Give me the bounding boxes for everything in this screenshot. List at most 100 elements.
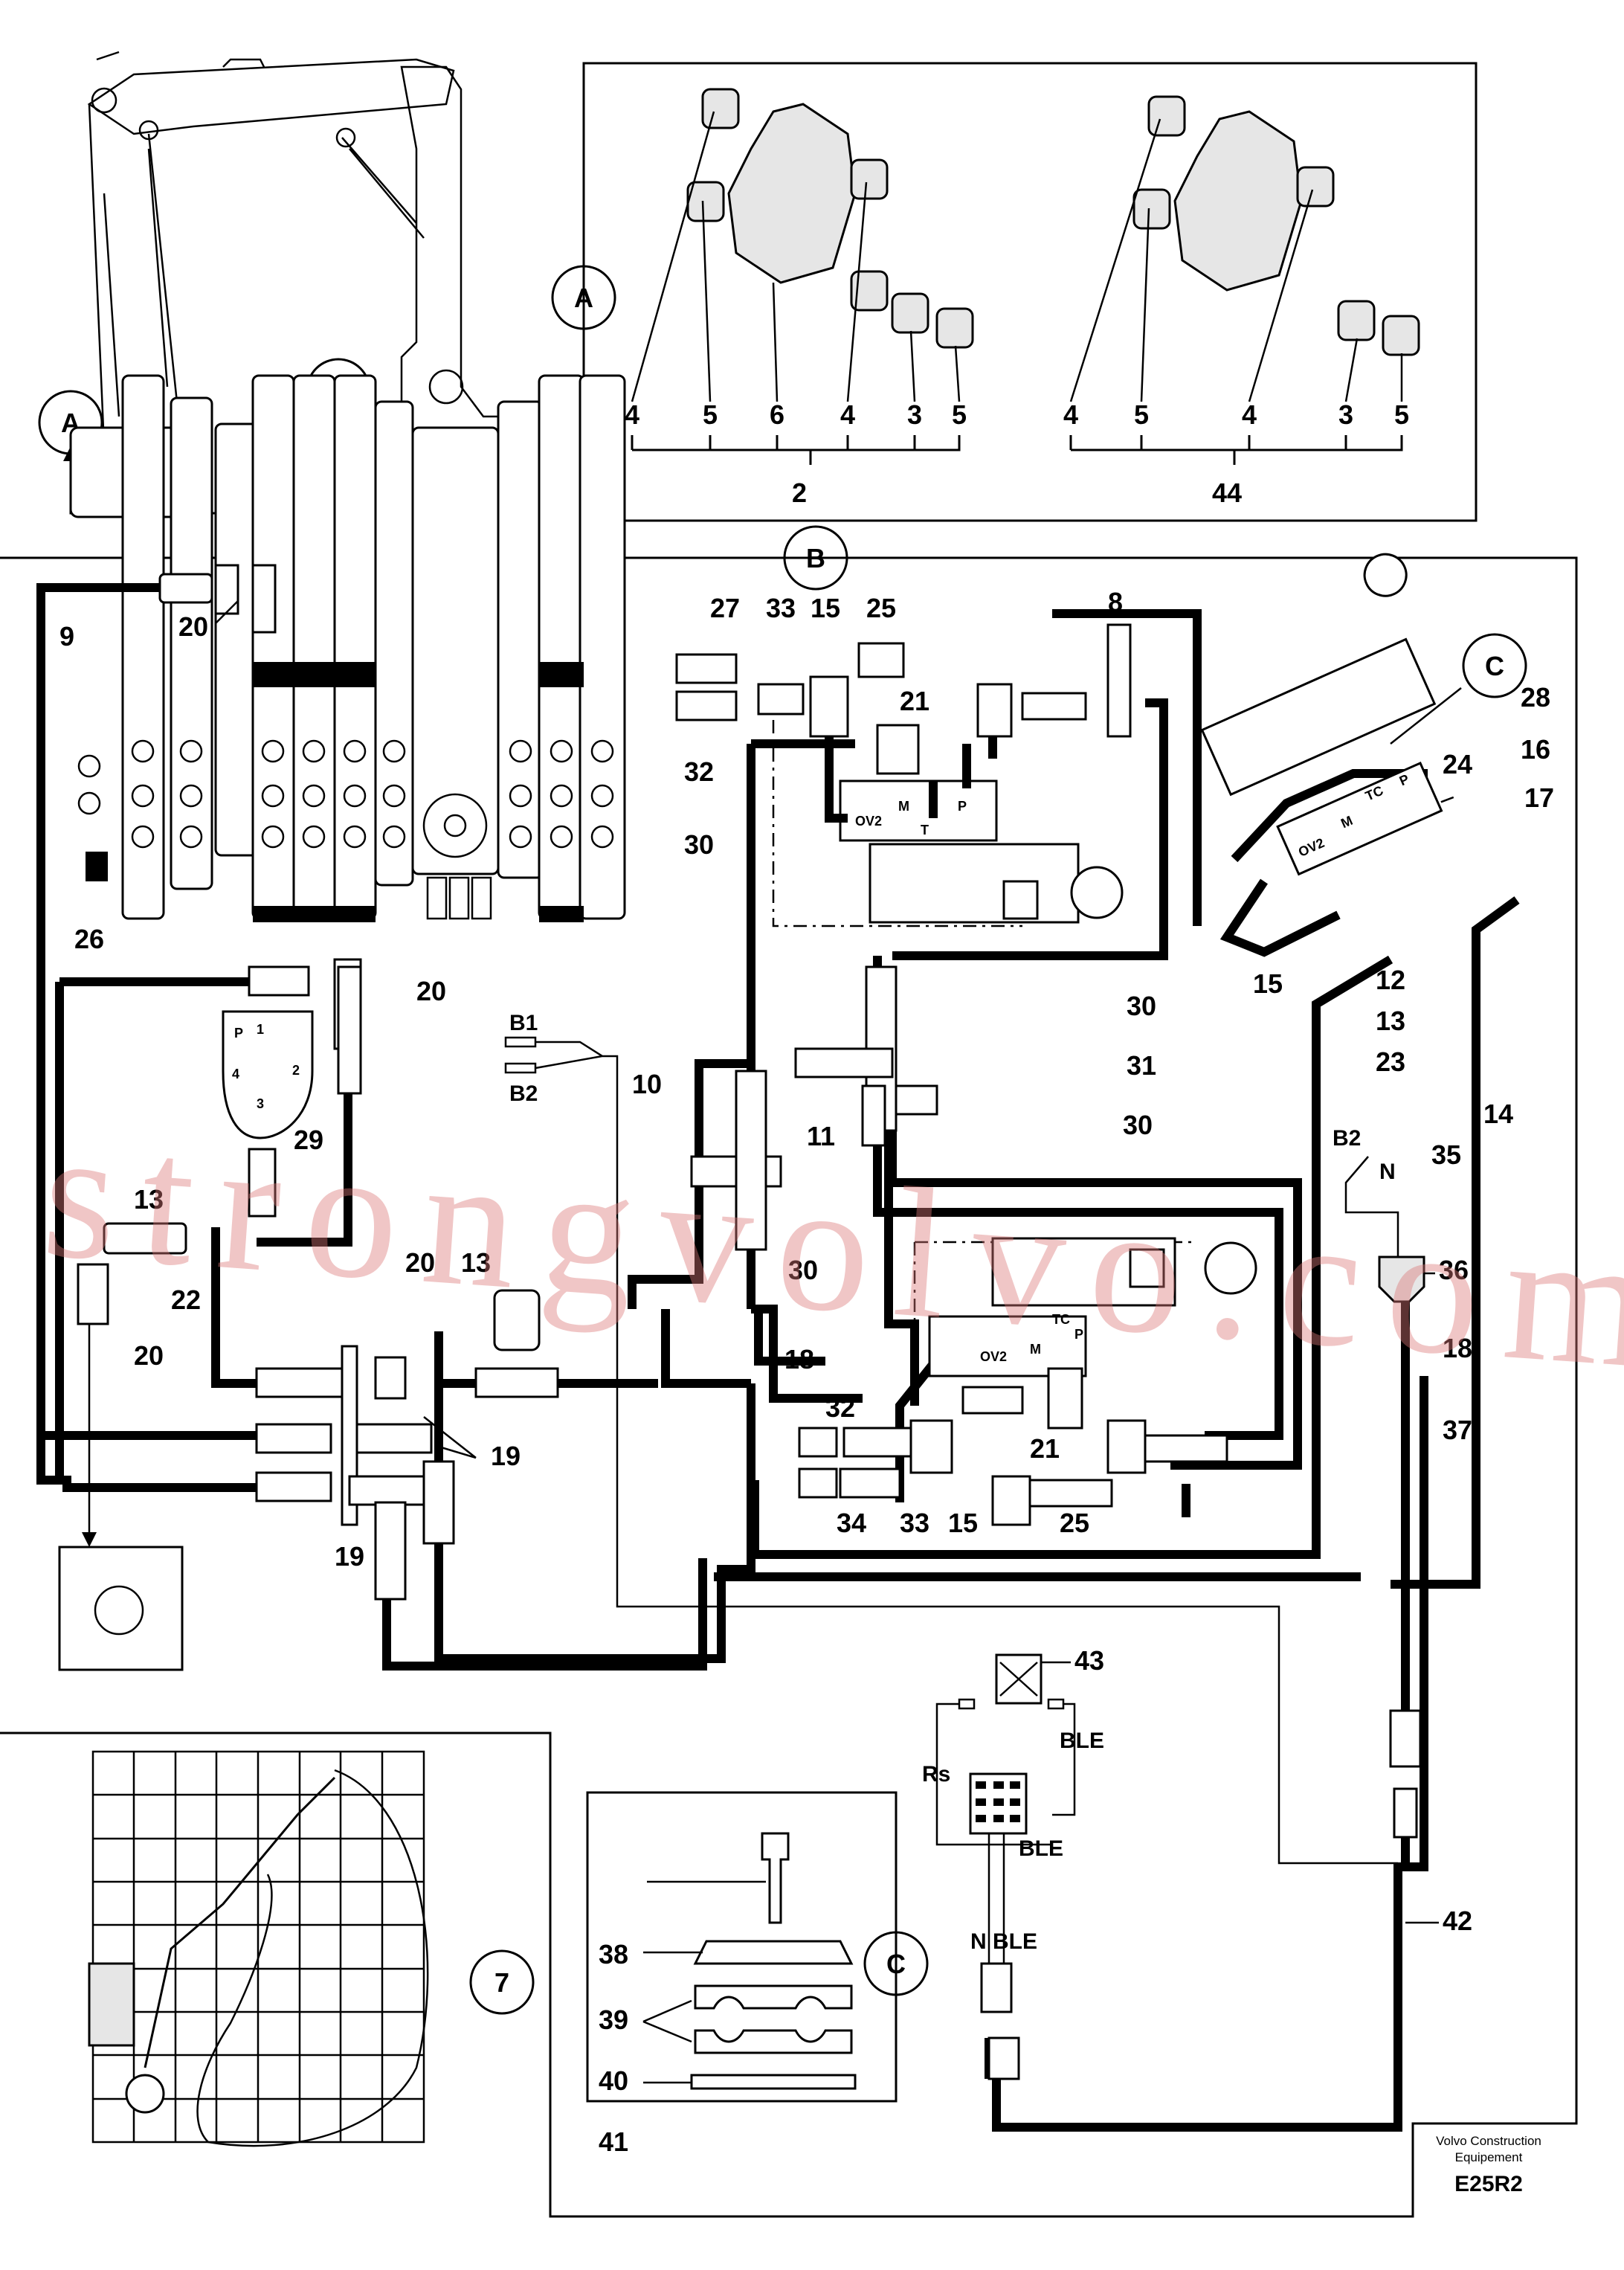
hammer-valve-right: OV2 M TC P bbox=[1200, 553, 1443, 876]
svg-text:13: 13 bbox=[1376, 1006, 1405, 1036]
svg-text:4: 4 bbox=[232, 1067, 239, 1081]
svg-text:B: B bbox=[806, 543, 825, 573]
svg-text:25: 25 bbox=[1060, 1508, 1089, 1538]
svg-text:30: 30 bbox=[1127, 991, 1156, 1021]
hammer-valve-bottom: OV2 M TC P bbox=[928, 1237, 1257, 1377]
svg-text:3: 3 bbox=[1338, 399, 1353, 430]
svg-text:10: 10 bbox=[632, 1069, 662, 1099]
part-callouts: 9 20 27 33 15 25 8 21 32 30 28 16 24 17 … bbox=[59, 587, 1554, 2157]
svg-text:P: P bbox=[234, 1026, 243, 1041]
svg-text:39: 39 bbox=[599, 2004, 628, 2035]
svg-text:33: 33 bbox=[766, 593, 796, 623]
svg-text:38: 38 bbox=[599, 1939, 628, 1970]
svg-text:43: 43 bbox=[1074, 1645, 1104, 1676]
svg-text:P: P bbox=[1074, 1327, 1083, 1342]
svg-text:9: 9 bbox=[59, 621, 74, 652]
svg-text:40: 40 bbox=[599, 2065, 628, 2096]
svg-text:34: 34 bbox=[837, 1508, 866, 1538]
svg-text:30: 30 bbox=[1123, 1110, 1153, 1140]
reach-diagram bbox=[88, 1750, 429, 2147]
svg-text:30: 30 bbox=[684, 829, 714, 860]
svg-text:44: 44 bbox=[1212, 478, 1242, 508]
svg-text:6: 6 bbox=[770, 399, 784, 430]
svg-text:13: 13 bbox=[461, 1247, 491, 1278]
svg-text:41: 41 bbox=[599, 2126, 628, 2157]
svg-text:17: 17 bbox=[1524, 782, 1554, 813]
svg-text:C: C bbox=[1485, 651, 1504, 681]
svg-text:A: A bbox=[574, 283, 593, 313]
svg-text:14: 14 bbox=[1483, 1099, 1513, 1129]
svg-text:21: 21 bbox=[900, 686, 929, 716]
svg-text:7: 7 bbox=[494, 1967, 509, 1998]
svg-text:2: 2 bbox=[792, 478, 807, 508]
svg-text:13: 13 bbox=[134, 1184, 164, 1215]
svg-text:3: 3 bbox=[907, 399, 922, 430]
fittings bbox=[77, 564, 1228, 1601]
svg-text:3: 3 bbox=[257, 1096, 264, 1111]
svg-text:2: 2 bbox=[292, 1063, 300, 1078]
svg-text:OV2: OV2 bbox=[980, 1349, 1007, 1364]
bushing-set-2: 4 5 6 4 3 5 2 bbox=[625, 88, 974, 508]
footer-company: Volvo Construction Equipement bbox=[1436, 2134, 1541, 2164]
svg-text:5: 5 bbox=[1134, 399, 1149, 430]
svg-text:5: 5 bbox=[703, 399, 718, 430]
svg-text:11: 11 bbox=[807, 1121, 835, 1151]
svg-text:18: 18 bbox=[784, 1344, 814, 1374]
svg-text:42: 42 bbox=[1443, 1906, 1472, 1936]
svg-text:25: 25 bbox=[866, 593, 896, 623]
svg-text:24: 24 bbox=[1443, 749, 1472, 779]
svg-text:19: 19 bbox=[491, 1441, 521, 1471]
bushing-detail-box bbox=[582, 62, 1478, 522]
svg-text:15: 15 bbox=[948, 1508, 978, 1538]
svg-text:4: 4 bbox=[1063, 399, 1078, 430]
callout-a-box: A bbox=[551, 265, 616, 330]
svg-text:21: 21 bbox=[1030, 1433, 1060, 1464]
main-frame bbox=[0, 556, 1578, 2218]
svg-text:B2: B2 bbox=[1333, 1126, 1361, 1151]
svg-text:22: 22 bbox=[171, 1284, 201, 1315]
boom-sketch bbox=[87, 51, 507, 496]
clamp-detail-box bbox=[586, 1791, 898, 2103]
relay-circuit: Rs BLE BLE N BLE bbox=[922, 1653, 1104, 2080]
svg-text:20: 20 bbox=[405, 1247, 435, 1278]
svg-text:4: 4 bbox=[1242, 399, 1257, 430]
footer-drawing-code: E25R2 bbox=[1454, 2172, 1523, 2196]
svg-text:32: 32 bbox=[825, 1392, 855, 1423]
svg-text:BLE: BLE bbox=[1019, 1836, 1063, 1861]
svg-text:5: 5 bbox=[952, 399, 967, 430]
pressure-switch-wiring: B2 N bbox=[1333, 1126, 1425, 1863]
svg-text:35: 35 bbox=[1431, 1139, 1461, 1170]
svg-text:12: 12 bbox=[1376, 965, 1405, 995]
svg-text:5: 5 bbox=[1394, 399, 1409, 430]
svg-text:15: 15 bbox=[1253, 968, 1283, 999]
svg-text:C: C bbox=[886, 1949, 906, 1979]
svg-text:Rs: Rs bbox=[922, 1762, 950, 1787]
svg-text:37: 37 bbox=[1443, 1415, 1472, 1445]
svg-text:N: N bbox=[1379, 1160, 1396, 1184]
reservoir bbox=[58, 1324, 184, 1671]
svg-text:1: 1 bbox=[257, 1022, 264, 1037]
callout-c-main: C bbox=[1390, 633, 1527, 745]
control-valve-block bbox=[69, 374, 626, 922]
svg-text:33: 33 bbox=[900, 1508, 929, 1538]
callout-c-box: C bbox=[863, 1931, 929, 1996]
svg-text:B1: B1 bbox=[509, 1011, 538, 1035]
bushing-set-44: 4 5 4 3 5 44 bbox=[1063, 95, 1420, 508]
svg-text:20: 20 bbox=[178, 611, 208, 642]
svg-text:27: 27 bbox=[710, 593, 740, 623]
svg-text:T: T bbox=[921, 823, 929, 837]
svg-text:23: 23 bbox=[1376, 1046, 1405, 1077]
svg-text:P: P bbox=[958, 799, 967, 814]
svg-text:4: 4 bbox=[840, 399, 855, 430]
pilot-line-top bbox=[772, 692, 1022, 927]
svg-text:M: M bbox=[1030, 1342, 1041, 1357]
hammer-valve-top: OV2 M T P bbox=[825, 736, 1124, 924]
svg-text:31: 31 bbox=[1127, 1050, 1156, 1081]
svg-text:N BLE: N BLE bbox=[970, 1929, 1037, 1954]
pump-unit: P 1 2 4 3 bbox=[222, 1010, 314, 1139]
svg-text:36: 36 bbox=[1439, 1255, 1469, 1285]
svg-text:30: 30 bbox=[788, 1255, 818, 1285]
svg-text:19: 19 bbox=[335, 1541, 364, 1572]
svg-text:15: 15 bbox=[811, 593, 840, 623]
